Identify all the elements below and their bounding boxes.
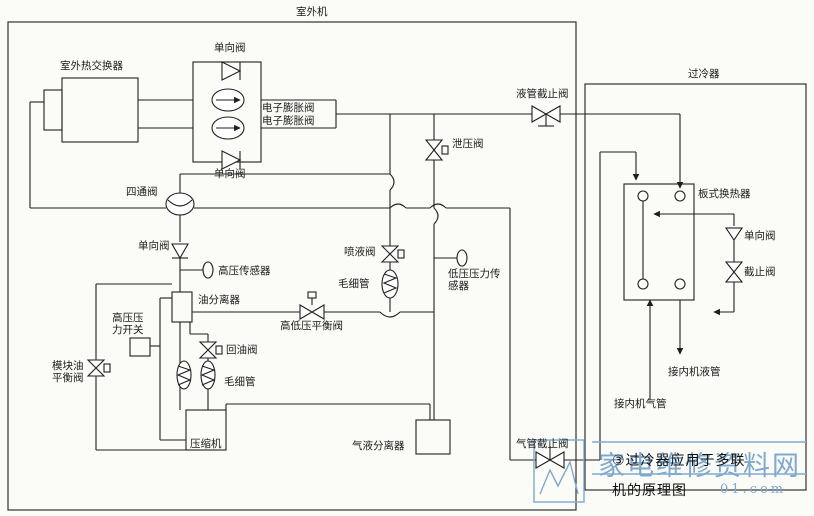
- oil-separator-symbol: [171, 291, 193, 323]
- capillary-1-symbol: [381, 269, 399, 299]
- eev2-label: 电子膨胀阀: [262, 115, 315, 127]
- gas-liquid-separator-symbol: [415, 419, 451, 455]
- indoor-gas-pipe-label: 接内机气管: [614, 398, 667, 410]
- lp-sensor-symbol: [456, 249, 468, 267]
- eev2-symbol: [211, 116, 245, 140]
- outdoor-heat-exchanger: [29, 77, 139, 143]
- injection-valve-symbol: [380, 245, 405, 263]
- outdoor-hx-label: 室外热交换器: [60, 60, 123, 72]
- figure-caption-line1: ③过冷器应用于多联: [612, 453, 746, 469]
- eev1-symbol: [211, 88, 245, 112]
- gas-stop-valve-label: 气管截止阀: [516, 438, 569, 450]
- capillary-2-label: 毛细管: [224, 376, 256, 388]
- four-way-valve-label: 四通阀: [126, 186, 158, 198]
- relief-valve-symbol: [424, 139, 449, 161]
- check-valve-mid-label: 单向阀: [214, 168, 246, 180]
- check-valve-lower-label: 单向阀: [138, 240, 170, 252]
- check-valve-mid-symbol: [221, 150, 242, 170]
- plate-hx-symbol: [623, 183, 695, 301]
- gas-liquid-separator-label: 气液分离器: [352, 440, 405, 452]
- capillary-1-label: 毛细管: [338, 278, 370, 290]
- hp-sensor-symbol: [202, 261, 214, 279]
- subcooler-label: 过冷器: [688, 68, 720, 80]
- injection-valve-label: 喷液阀: [344, 246, 376, 258]
- stop-valve-sub-label: 截止阀: [744, 266, 776, 278]
- oil-separator-label: 油分离器: [198, 294, 240, 306]
- oil-return-valve-label: 回油阀: [226, 344, 258, 356]
- relief-valve-label: 泄压阀: [452, 138, 484, 150]
- hp-switch-symbol: [129, 337, 151, 357]
- indoor-liquid-pipe-label: 接内机液管: [668, 366, 721, 378]
- hp-switch-label: 高压压力开关: [112, 312, 144, 336]
- hl-balance-valve-label: 高低压平衡阀: [280, 320, 343, 332]
- hp-sensor-label: 高压传感器: [218, 265, 271, 277]
- check-valve-sub-symbol: [724, 227, 744, 241]
- liquid-stop-valve-label: 液管截止阀: [516, 88, 569, 100]
- four-way-valve-symbol: [165, 192, 195, 216]
- check-valve-lower-symbol: [171, 243, 189, 260]
- eev1-label: 电子膨胀阀: [262, 102, 315, 114]
- plate-hx-label: 板式换热器: [698, 188, 751, 200]
- hl-balance-valve-symbol: [299, 291, 325, 320]
- module-oil-balance-valve-label: 模块油平衡阀: [52, 360, 84, 384]
- compressor-symbol: [185, 409, 227, 451]
- check-valve-sub-label: 单向阀: [744, 230, 776, 242]
- outdoor-unit-label: 室外机: [296, 6, 328, 18]
- liquid-stop-valve-symbol: [531, 105, 561, 127]
- oil-return-valve-symbol: [198, 341, 223, 359]
- check-valve-top-symbol: [221, 61, 242, 81]
- watermark-text: 家电维修资料网: [598, 451, 801, 482]
- watermark-logo-icon: [533, 439, 806, 503]
- subcooler-boundary: [584, 83, 807, 491]
- outdoor-unit-boundary: [7, 21, 577, 511]
- compressor-label: 压缩机: [190, 438, 222, 450]
- check-valve-top-label: 单向阀: [214, 42, 246, 54]
- lp-sensor-label: 低压压力传感器: [448, 268, 501, 292]
- figure-caption-line2: 机的原理图: [612, 483, 687, 499]
- watermark-url: 01.com: [720, 482, 787, 497]
- stop-valve-sub-symbol: [724, 261, 744, 283]
- module-oil-balance-valve-symbol: [86, 359, 111, 377]
- capillary-2-symbol: [176, 360, 216, 390]
